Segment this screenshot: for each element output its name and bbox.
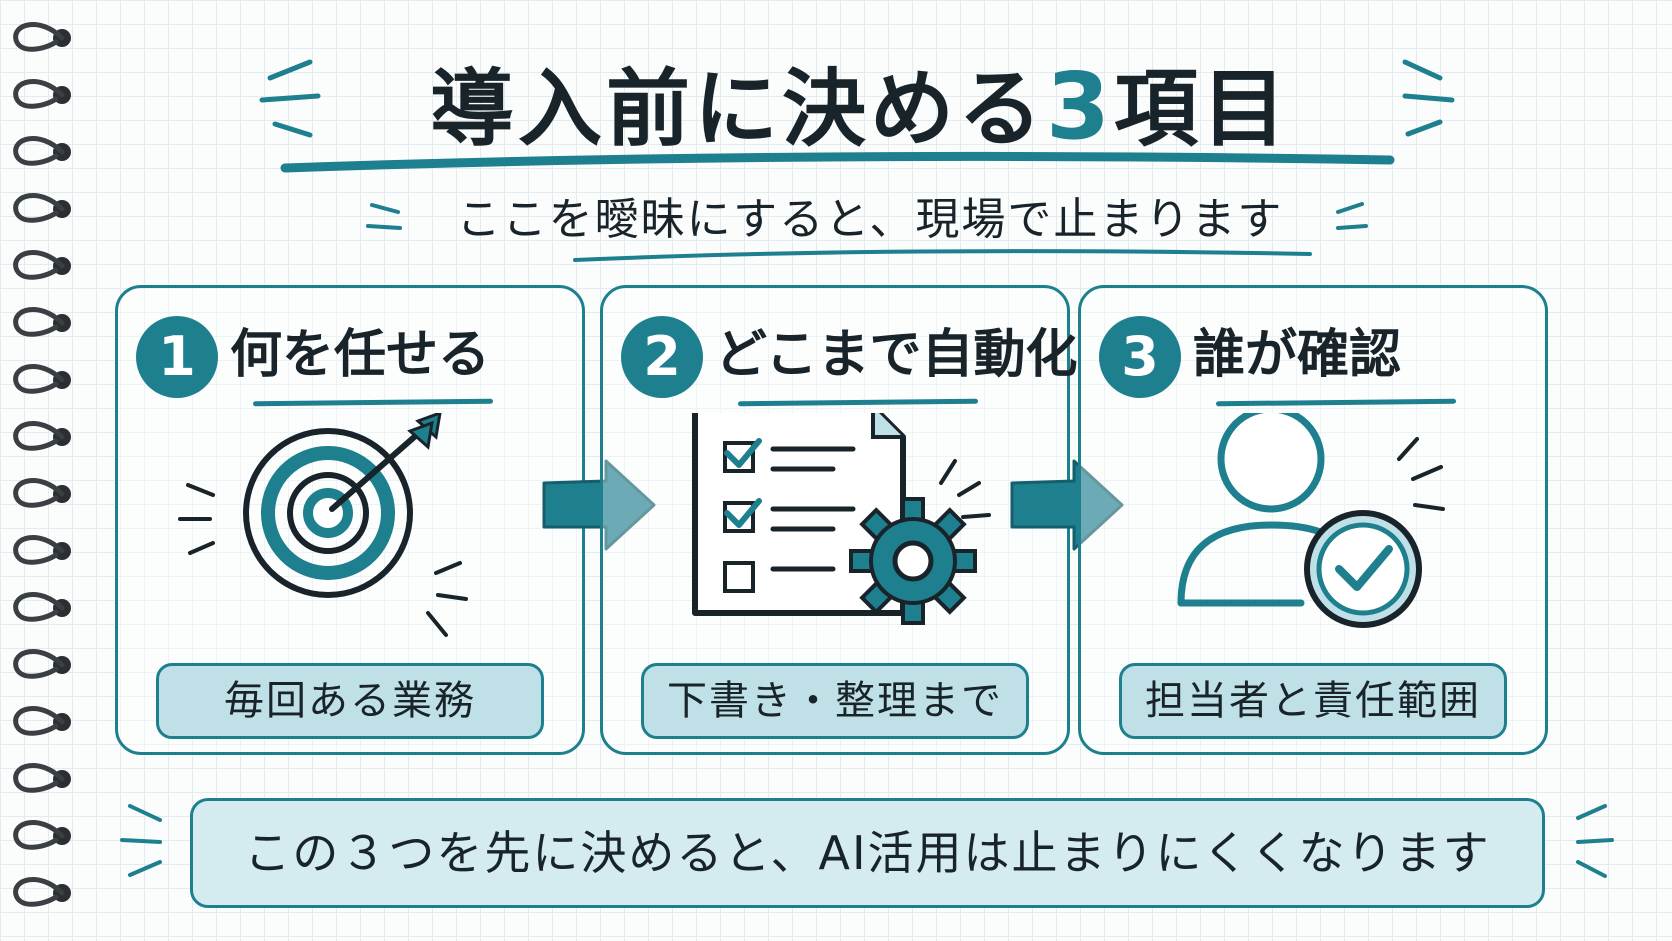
step-label: 下書き・整理まで (641, 663, 1029, 739)
step-label: 担当者と責任範囲 (1119, 663, 1507, 739)
page-title: 導入前に決める3項目 (330, 52, 1390, 162)
title-accent-number: 3 (1045, 53, 1114, 160)
binding-ring (13, 307, 65, 337)
binding-ring (13, 22, 65, 52)
title-tail: 項目 (1114, 60, 1291, 158)
target-icon (178, 413, 468, 637)
title-main: 導入前に決める (429, 60, 1046, 158)
subtitle-underline (573, 249, 1312, 262)
step-title: 誰が確認 (1193, 325, 1402, 385)
binding-ring (13, 136, 65, 166)
title-underline (280, 151, 1395, 173)
binding-ring (13, 364, 65, 394)
step-number-badge: 1 (136, 316, 218, 398)
binding-ring (13, 535, 65, 565)
arrow-right-icon (542, 459, 656, 551)
step-title: 何を任せる (230, 325, 491, 385)
step-card-3: 3 誰が確認 担当者と責任範囲 (1078, 285, 1548, 755)
step-number-badge: 2 (621, 316, 703, 398)
binding-ring (13, 649, 65, 679)
step-card-1: 1 何を任せる 毎回ある業務 (115, 285, 585, 755)
step-number-badge: 3 (1099, 316, 1181, 398)
binding-ring (13, 79, 65, 109)
spiral-binding (13, 22, 71, 907)
binding-ring (13, 421, 65, 451)
binding-ring (13, 877, 65, 907)
binding-ring (13, 193, 65, 223)
person-check-icon (1177, 413, 1445, 628)
arrow-right-icon (1010, 459, 1124, 551)
summary-banner: この３つを先に決めると、AI活用は止まりにくくなります (190, 798, 1545, 908)
binding-ring (13, 763, 65, 793)
binding-ring (13, 706, 65, 736)
step-title: どこまで自動化 (715, 325, 1078, 385)
step-label: 毎回ある業務 (156, 663, 544, 739)
title-sparkles (259, 59, 1455, 138)
binding-ring (13, 820, 65, 850)
binding-ring (13, 250, 65, 280)
checklist-gear-icon (692, 413, 991, 625)
step-card-2: 2 どこまで自動化 (600, 285, 1078, 755)
subtitle: ここを曖昧にすると、現場で止まります (456, 194, 1284, 245)
binding-ring (13, 478, 65, 508)
footer-sparkles (120, 804, 1614, 878)
subtitle-sparkles (366, 202, 1368, 230)
binding-ring (13, 592, 65, 622)
